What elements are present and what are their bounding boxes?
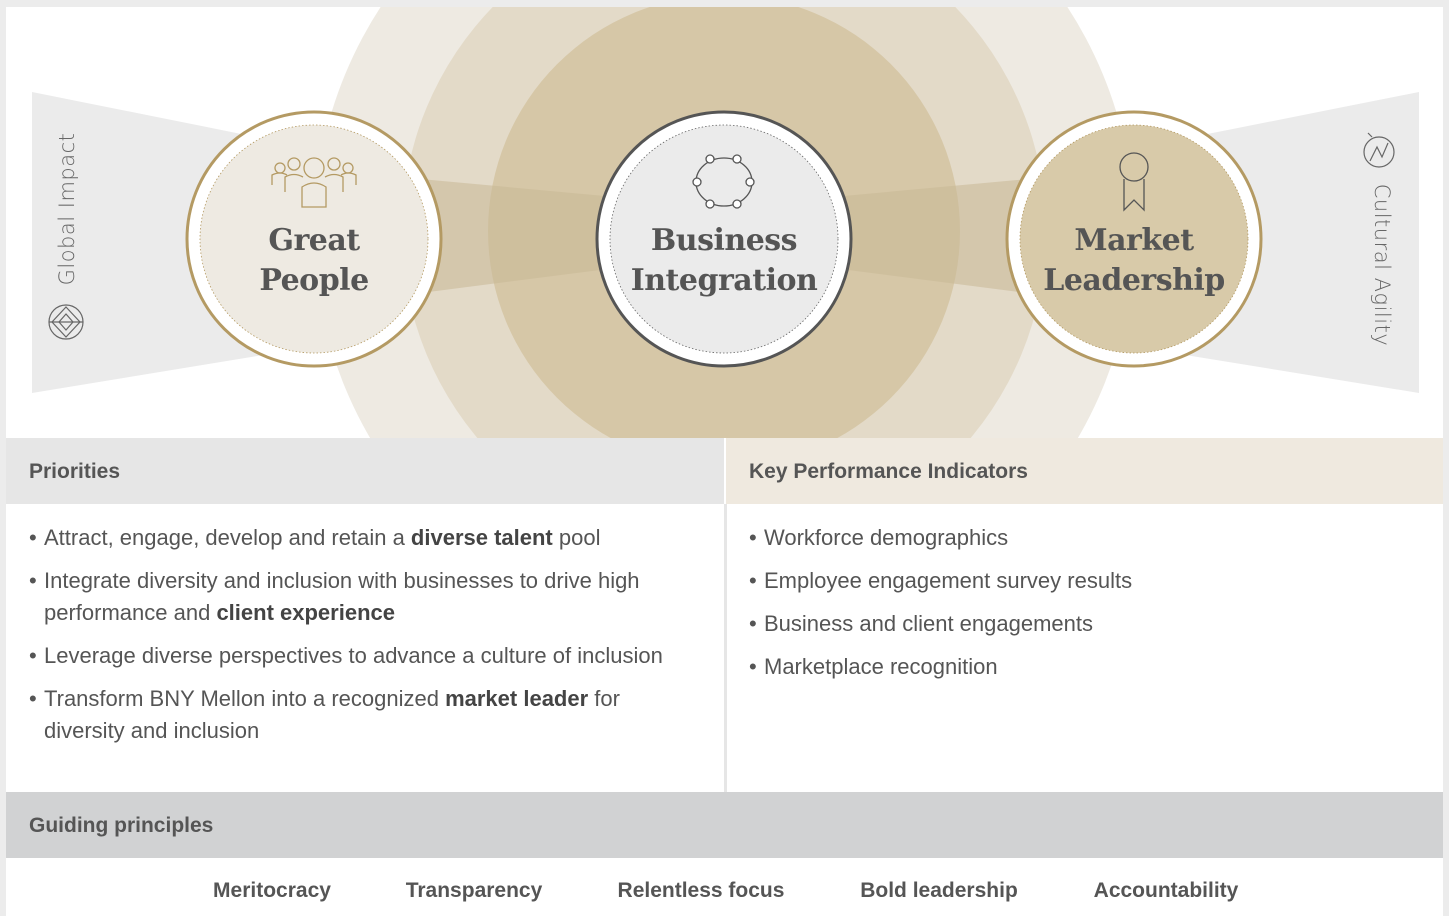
- kpi-item: Marketplace recognition: [749, 651, 1399, 683]
- great-people-inner: [199, 124, 429, 354]
- kpi-item: Employee engagement survey results: [749, 565, 1399, 597]
- agility-icon: [1363, 132, 1395, 168]
- award-ribbon-icon: [1119, 152, 1149, 212]
- principle-relentless-focus: Relentless focus: [617, 879, 785, 902]
- guiding-principles-heading: Guiding principles: [29, 814, 214, 837]
- priorities-header: Priorities: [6, 438, 724, 504]
- column-divider: [724, 504, 727, 792]
- priority-text: Integrate diversity and inclusion with b…: [44, 568, 640, 625]
- kpi-list: Workforce demographicsEmployee engagemen…: [749, 522, 1399, 694]
- kpi-item: Business and client engagements: [749, 608, 1399, 640]
- priority-item: Transform BNY Mellon into a recognized m…: [29, 683, 689, 747]
- great-people-line1: Great: [268, 223, 360, 258]
- kpi-item: Workforce demographics: [749, 522, 1399, 554]
- priority-item: Attract, engage, develop and retain a di…: [29, 522, 689, 554]
- priorities-list: Attract, engage, develop and retain a di…: [29, 522, 689, 758]
- network-circle-icon: [692, 154, 755, 209]
- page: Global Impact Cultural Agility Great Peo…: [6, 7, 1443, 916]
- priority-text: Attract, engage, develop and retain a: [44, 525, 411, 550]
- great-people-line2: People: [259, 263, 369, 298]
- principle-meritocracy: Meritocracy: [213, 879, 331, 902]
- market-leadership-line1: Market: [1074, 223, 1194, 258]
- priority-emphasis: diverse talent: [410, 525, 553, 550]
- priority-text: Transform BNY Mellon into a recognized: [44, 686, 446, 711]
- priority-item: Leverage diverse perspectives to advance…: [29, 640, 689, 672]
- principle-accountability: Accountability: [1093, 879, 1239, 902]
- business-integration-line2: Integration: [630, 263, 818, 298]
- great-people-title: Great People: [214, 221, 414, 301]
- market-leadership-title: Market Leadership: [1029, 221, 1239, 301]
- priority-emphasis: client experience: [216, 600, 395, 625]
- kpi-header: Key Performance Indicators: [726, 438, 1443, 504]
- cultural-agility-label: Cultural Agility: [1370, 183, 1394, 347]
- business-integration-inner: [609, 124, 839, 354]
- business-integration-title: Business Integration: [619, 221, 829, 301]
- priority-text-end: pool: [552, 525, 601, 550]
- principle-bold-leadership: Bold leadership: [860, 879, 1018, 902]
- priority-item: Integrate diversity and inclusion with b…: [29, 565, 689, 629]
- hero-diagram: Global Impact Cultural Agility Great Peo…: [6, 7, 1443, 641]
- market-leadership-line2: Leadership: [1043, 263, 1225, 298]
- globe-icon: [48, 304, 84, 340]
- kpi-heading: Key Performance Indicators: [749, 460, 1028, 483]
- priority-text-end: for diversity and inclusion: [44, 686, 620, 743]
- people-group-icon: [271, 157, 357, 208]
- guiding-principles-header: Guiding principles: [6, 792, 1443, 858]
- market-leadership-inner: [1019, 124, 1249, 354]
- priority-emphasis: market leader: [445, 686, 589, 711]
- principle-transparency: Transparency: [405, 879, 543, 902]
- priority-text: Leverage diverse perspectives to advance…: [44, 643, 663, 668]
- global-impact-label: Global Impact: [55, 132, 79, 286]
- priorities-heading: Priorities: [29, 460, 121, 483]
- business-integration-line1: Business: [650, 223, 798, 258]
